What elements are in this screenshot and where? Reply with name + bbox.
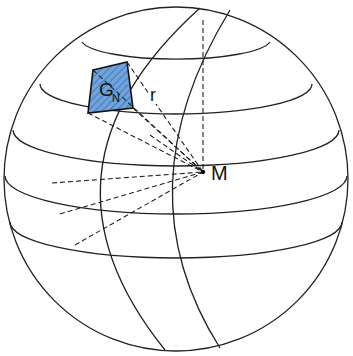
surface-patch [88,62,133,113]
latitude-line [40,84,312,114]
radius-line [52,172,203,183]
center-label: M [211,163,228,183]
axis-line [202,20,203,172]
meridian-line [172,10,230,348]
patch-symbol: G [99,80,114,99]
patch-subscript: N [112,93,120,104]
radius-line [133,108,203,172]
radius-line [75,172,203,245]
meridian-line [100,8,200,350]
latitude-line [82,42,270,59]
radius-label: r [149,86,157,104]
radius-line [93,70,203,172]
latitude-line [5,176,347,214]
radius-line [150,135,203,172]
sphere-outline [4,7,348,351]
radius-line [88,113,203,172]
center-point [201,170,205,174]
radius-line [127,62,203,172]
radius-line [60,172,203,214]
